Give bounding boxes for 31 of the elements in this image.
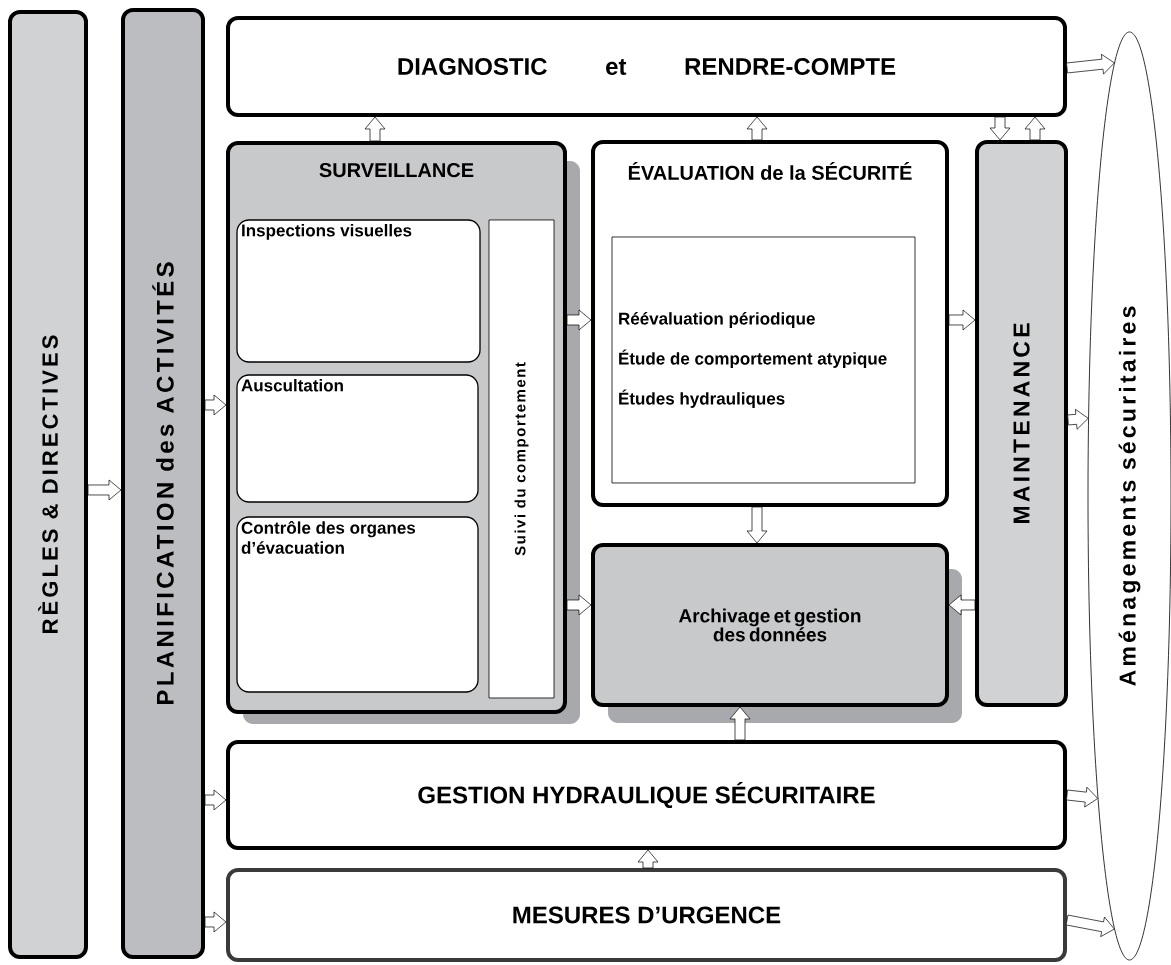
vertical-band: MAINTENANCE (975, 140, 1068, 707)
block-arrow (204, 789, 227, 811)
block-arrow (1065, 914, 1115, 937)
process-box: Contrôle des organes d’évacuation (236, 516, 479, 693)
block-arrow (1067, 409, 1089, 430)
list-box: Réévaluation périodique Étude de comportement atypique Études hydrauliques (611, 236, 916, 484)
block-arrow (989, 116, 1011, 141)
block-arrow (746, 116, 768, 141)
vertical-band: RÈGLES & DIRECTIVES (8, 10, 88, 959)
block-arrow (1066, 53, 1115, 75)
block-arrow (1066, 786, 1099, 808)
block-arrow (204, 911, 227, 933)
block-arrow (746, 506, 768, 544)
block-arrow (566, 594, 592, 616)
block-arrow (948, 594, 976, 616)
process-box: MESURES D’URGENCE (226, 868, 1067, 962)
block-arrow (204, 394, 227, 416)
block-arrow (637, 849, 659, 869)
process-box: Inspections visuelles (236, 219, 481, 363)
block-arrow (729, 706, 751, 741)
vertical-band: PLANIFICATION des ACTIVITÉS (121, 8, 205, 959)
process-box: Archivage et gestion des données (591, 543, 962, 723)
process-box: Suivi du comportement (488, 219, 555, 699)
block-arrow (566, 309, 592, 331)
block-arrow (364, 116, 386, 142)
block-arrow (948, 309, 976, 331)
block-arrow (87, 479, 122, 501)
process-box: DIAGNOSTIC et RENDRE-COMPTE (226, 16, 1067, 117)
process-box: Auscultation (236, 374, 479, 503)
block-arrow (1024, 116, 1046, 141)
process-box: GESTION HYDRAULIQUE SÉCURITAIRE (226, 740, 1067, 850)
